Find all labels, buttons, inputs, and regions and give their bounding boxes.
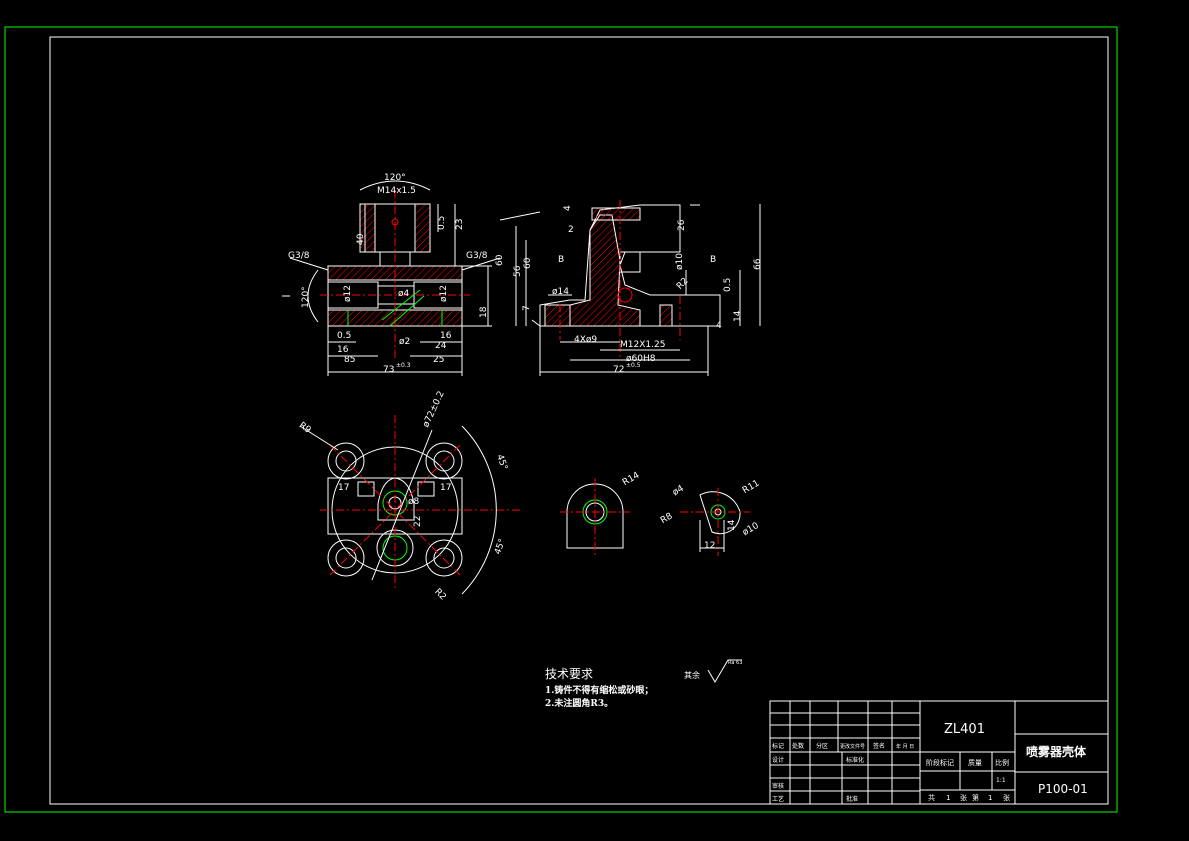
svg-text:60: 60	[495, 254, 505, 266]
svg-text:18: 18	[479, 306, 489, 318]
review-label: 审核	[772, 782, 784, 790]
row-label-zone: 分区	[816, 742, 828, 750]
drawing-number: P100-01	[1038, 782, 1088, 796]
svg-text:12: 12	[704, 541, 715, 551]
svg-text:72: 72	[613, 365, 624, 375]
svg-text:ø12: ø12	[439, 285, 449, 302]
svg-text:0.5: 0.5	[723, 278, 733, 292]
row-label-sign: 签名	[873, 742, 885, 750]
technical-requirements: 技术要求 1.铸件不得有缩松或砂眼； 2.未注圆角R3。 其余 Ra 63	[545, 659, 742, 709]
svg-text:ø2: ø2	[399, 337, 410, 347]
svg-text:±0.3: ±0.3	[396, 362, 411, 369]
svg-text:±0.5: ±0.5	[626, 362, 641, 369]
sheet-num-label: 第	[972, 793, 979, 802]
roughness-value: Ra 63	[728, 660, 742, 666]
svg-text:4: 4	[716, 321, 722, 331]
svg-text:25: 25	[433, 355, 444, 365]
svg-text:14: 14	[733, 310, 743, 322]
scale-label: 比例	[995, 758, 1009, 767]
top-view	[299, 415, 520, 595]
process-label: 工艺	[772, 795, 784, 803]
svg-text:66: 66	[753, 258, 763, 270]
inner-frame	[49, 36, 1109, 805]
approve-label: 批准	[846, 795, 858, 803]
svg-text:M12X1.25: M12X1.25	[620, 340, 665, 350]
sheet-num: 1	[988, 794, 992, 802]
svg-text:85: 85	[344, 355, 355, 365]
front-view-labels: 120° M14x1.5 0.5 23 40 G3/8 G3/8 60 18 1…	[288, 173, 505, 375]
sheets-total-label: 共	[928, 793, 935, 802]
weight-label: 质量	[968, 758, 982, 767]
side-view	[499, 200, 761, 376]
roughness-note: 其余	[684, 670, 700, 680]
svg-text:120°: 120°	[384, 173, 406, 183]
front-view	[282, 180, 501, 376]
tech-req-item-2: 2.未注圆角R3。	[545, 697, 613, 709]
sheets-unit-2: 张	[1003, 793, 1010, 802]
svg-text:2: 2	[568, 225, 574, 235]
section-views	[560, 478, 750, 556]
svg-text:ø4: ø4	[671, 484, 686, 498]
svg-text:0.5: 0.5	[437, 216, 447, 230]
svg-text:16: 16	[337, 345, 349, 355]
svg-text:B: B	[558, 255, 564, 265]
row-label-date: 年 月 日	[896, 743, 914, 750]
stage-label: 阶段标记	[926, 758, 954, 767]
row-label-count: 处数	[792, 742, 804, 750]
svg-text:17: 17	[338, 483, 349, 493]
svg-text:ø12: ø12	[343, 285, 353, 302]
title-block-text: ZL401 喷雾器壳体 P100-01 标记 处数 分区 更改文件号 签名 年 …	[772, 722, 1088, 803]
sheets-total: 1	[946, 794, 950, 802]
designer-label: 设计	[772, 756, 784, 764]
svg-text:4: 4	[563, 205, 573, 211]
svg-text:G3/8: G3/8	[288, 251, 310, 261]
svg-text:120°: 120°	[301, 286, 311, 308]
svg-text:26: 26	[677, 219, 687, 231]
svg-text:0.5: 0.5	[337, 331, 351, 341]
title-block	[769, 700, 1109, 805]
svg-text:ø8: ø8	[408, 497, 420, 507]
svg-text:40: 40	[356, 233, 366, 245]
svg-text:M14x1.5: M14x1.5	[377, 186, 416, 196]
svg-text:G3/8: G3/8	[466, 251, 488, 261]
svg-text:7: 7	[522, 305, 532, 311]
svg-text:17: 17	[440, 483, 451, 493]
svg-text:56: 56	[513, 265, 523, 277]
tech-req-item-1: 1.铸件不得有缩松或砂眼；	[545, 684, 653, 696]
svg-text:24: 24	[435, 341, 447, 351]
svg-text:4Xø9: 4Xø9	[574, 335, 597, 345]
svg-text:ø14: ø14	[552, 287, 569, 297]
svg-text:16: 16	[440, 331, 452, 341]
sheets-unit-1: 张	[960, 793, 967, 802]
standardization-label: 标准化	[846, 756, 864, 764]
svg-text:ø4: ø4	[398, 289, 410, 299]
row-label-change: 更改文件号	[840, 743, 865, 750]
scale-value: 1:1	[996, 777, 1006, 784]
row-label-mark: 标记	[772, 742, 784, 750]
part-name: 喷雾器壳体	[1026, 744, 1087, 759]
roughness-symbol-icon	[707, 659, 742, 683]
svg-text:B: B	[710, 255, 716, 265]
svg-text:60: 60	[523, 257, 533, 269]
tech-req-title: 技术要求	[545, 667, 593, 681]
svg-text:ø60H8: ø60H8	[626, 354, 656, 364]
svg-text:ø10: ø10	[675, 253, 685, 270]
material: ZL401	[944, 722, 985, 737]
svg-text:23: 23	[455, 219, 465, 230]
svg-text:73: 73	[383, 365, 394, 375]
svg-text:14: 14	[727, 519, 737, 531]
svg-text:22: 22	[413, 516, 423, 527]
outer-frame	[4, 26, 1118, 813]
